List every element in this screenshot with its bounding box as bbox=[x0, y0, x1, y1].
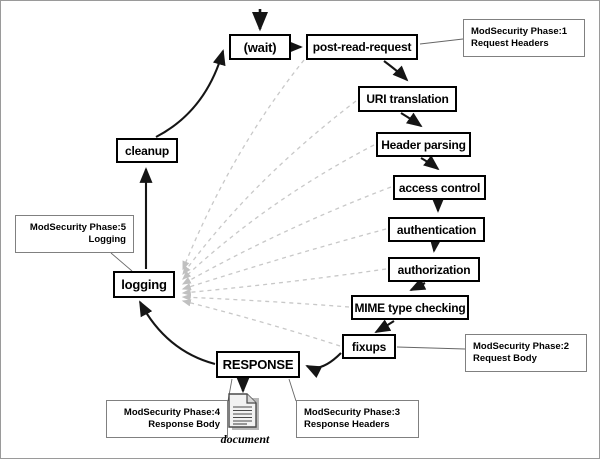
note-phase-2-line-1: ModSecurity Phase:2 bbox=[473, 341, 570, 352]
dotted-edge-group bbox=[181, 59, 392, 347]
node-header-parsing[interactable]: Header parsing bbox=[376, 132, 471, 157]
note-phase-3-line-1: ModSecurity Phase:3 bbox=[304, 407, 401, 418]
node-authorization[interactable]: authorization bbox=[388, 257, 480, 282]
note-phase-1-line-2: Request Headers bbox=[471, 38, 549, 49]
node-header-parsing-label: Header parsing bbox=[381, 137, 466, 152]
note-modsecurity-phase-3: ModSecurity Phase:3 Response Headers bbox=[296, 400, 419, 438]
node-mime-type-checking-label: MIME type checking bbox=[354, 300, 466, 315]
dotted-edge-uri-translation-to-logging bbox=[182, 100, 357, 276]
dotted-edge-post-read-request-to-logging bbox=[182, 59, 305, 271]
note-phase-4-line-2: Response Body bbox=[148, 419, 220, 430]
note-phase-5-line-1: ModSecurity Phase:5 bbox=[29, 222, 126, 233]
note-modsecurity-phase-5: ModSecurity Phase:5 Logging bbox=[15, 215, 134, 253]
node-logging[interactable]: logging bbox=[113, 271, 175, 298]
node-cleanup[interactable]: cleanup bbox=[116, 138, 178, 163]
document-group: document bbox=[213, 393, 277, 447]
document-icon bbox=[228, 393, 259, 430]
note-phase-1-line-1: ModSecurity Phase:1 bbox=[471, 26, 568, 37]
edge-mime-type-checking-to-fixups bbox=[374, 319, 395, 333]
node-fixups[interactable]: fixups bbox=[342, 334, 396, 359]
connector-phase3-to-response bbox=[288, 378, 297, 402]
node-uri-translation[interactable]: URI translation bbox=[358, 86, 457, 112]
edge-post-read-request-to-uri-translation bbox=[383, 60, 409, 82]
note-modsecurity-phase-4: ModSecurity Phase:4 Response Body bbox=[106, 400, 228, 438]
edge-fixups-to-response bbox=[305, 352, 342, 379]
node-authentication-label: authentication bbox=[396, 222, 477, 237]
node-wait-label: (wait) bbox=[243, 39, 277, 55]
node-authorization-label: authorization bbox=[397, 262, 471, 277]
dotted-edge-fixups-to-logging bbox=[181, 299, 341, 347]
note-phase-3-line-2: Response Headers bbox=[304, 419, 390, 430]
edge-authorization-to-mime-type-checking bbox=[409, 277, 427, 291]
note-modsecurity-phase-2: ModSecurity Phase:2 Request Body bbox=[465, 334, 587, 372]
node-logging-label: logging bbox=[121, 277, 167, 292]
node-wait[interactable]: (wait) bbox=[229, 34, 291, 60]
connector-phase5-to-logging bbox=[110, 252, 133, 272]
dotted-edge-mime-type-checking-to-logging bbox=[181, 293, 350, 308]
node-post-read-request-label: post-read-request bbox=[312, 40, 412, 54]
solid-edge-group bbox=[139, 9, 445, 394]
node-access-control-label: access control bbox=[398, 180, 481, 195]
note-phase-2-line-2: Request Body bbox=[473, 353, 537, 364]
note-connector-group bbox=[110, 38, 466, 402]
note-modsecurity-phase-1: ModSecurity Phase:1 Request Headers bbox=[463, 19, 585, 57]
node-access-control[interactable]: access control bbox=[393, 175, 486, 200]
node-cleanup-label: cleanup bbox=[125, 143, 169, 158]
edge-authentication-to-authorization bbox=[429, 236, 443, 253]
node-uri-translation-label: URI translation bbox=[366, 92, 449, 106]
edge-uri-translation-to-header-parsing bbox=[400, 112, 423, 128]
connector-phase1-to-post-read-request bbox=[419, 38, 464, 45]
node-response[interactable]: RESPONSE bbox=[216, 351, 300, 378]
node-authentication[interactable]: authentication bbox=[388, 217, 485, 242]
note-phase-5-line-2: Logging bbox=[88, 234, 126, 245]
document-label: document bbox=[220, 432, 270, 446]
dotted-edge-access-control-to-logging bbox=[181, 186, 392, 285]
edge-header-parsing-to-access-control bbox=[420, 155, 440, 171]
note-phase-4-line-1: ModSecurity Phase:4 bbox=[123, 407, 220, 418]
connector-phase2-to-fixups bbox=[396, 346, 466, 350]
edge-cleanup-to-wait bbox=[155, 49, 226, 138]
dotted-edge-authentication-to-logging bbox=[181, 228, 387, 291]
node-mime-type-checking[interactable]: MIME type checking bbox=[351, 295, 469, 320]
node-response-label: RESPONSE bbox=[222, 357, 294, 372]
dotted-edge-authorization-to-logging bbox=[181, 268, 387, 296]
edge-response-to-logging bbox=[139, 300, 216, 366]
node-fixups-label: fixups bbox=[351, 339, 387, 354]
node-post-read-request[interactable]: post-read-request bbox=[306, 34, 418, 60]
